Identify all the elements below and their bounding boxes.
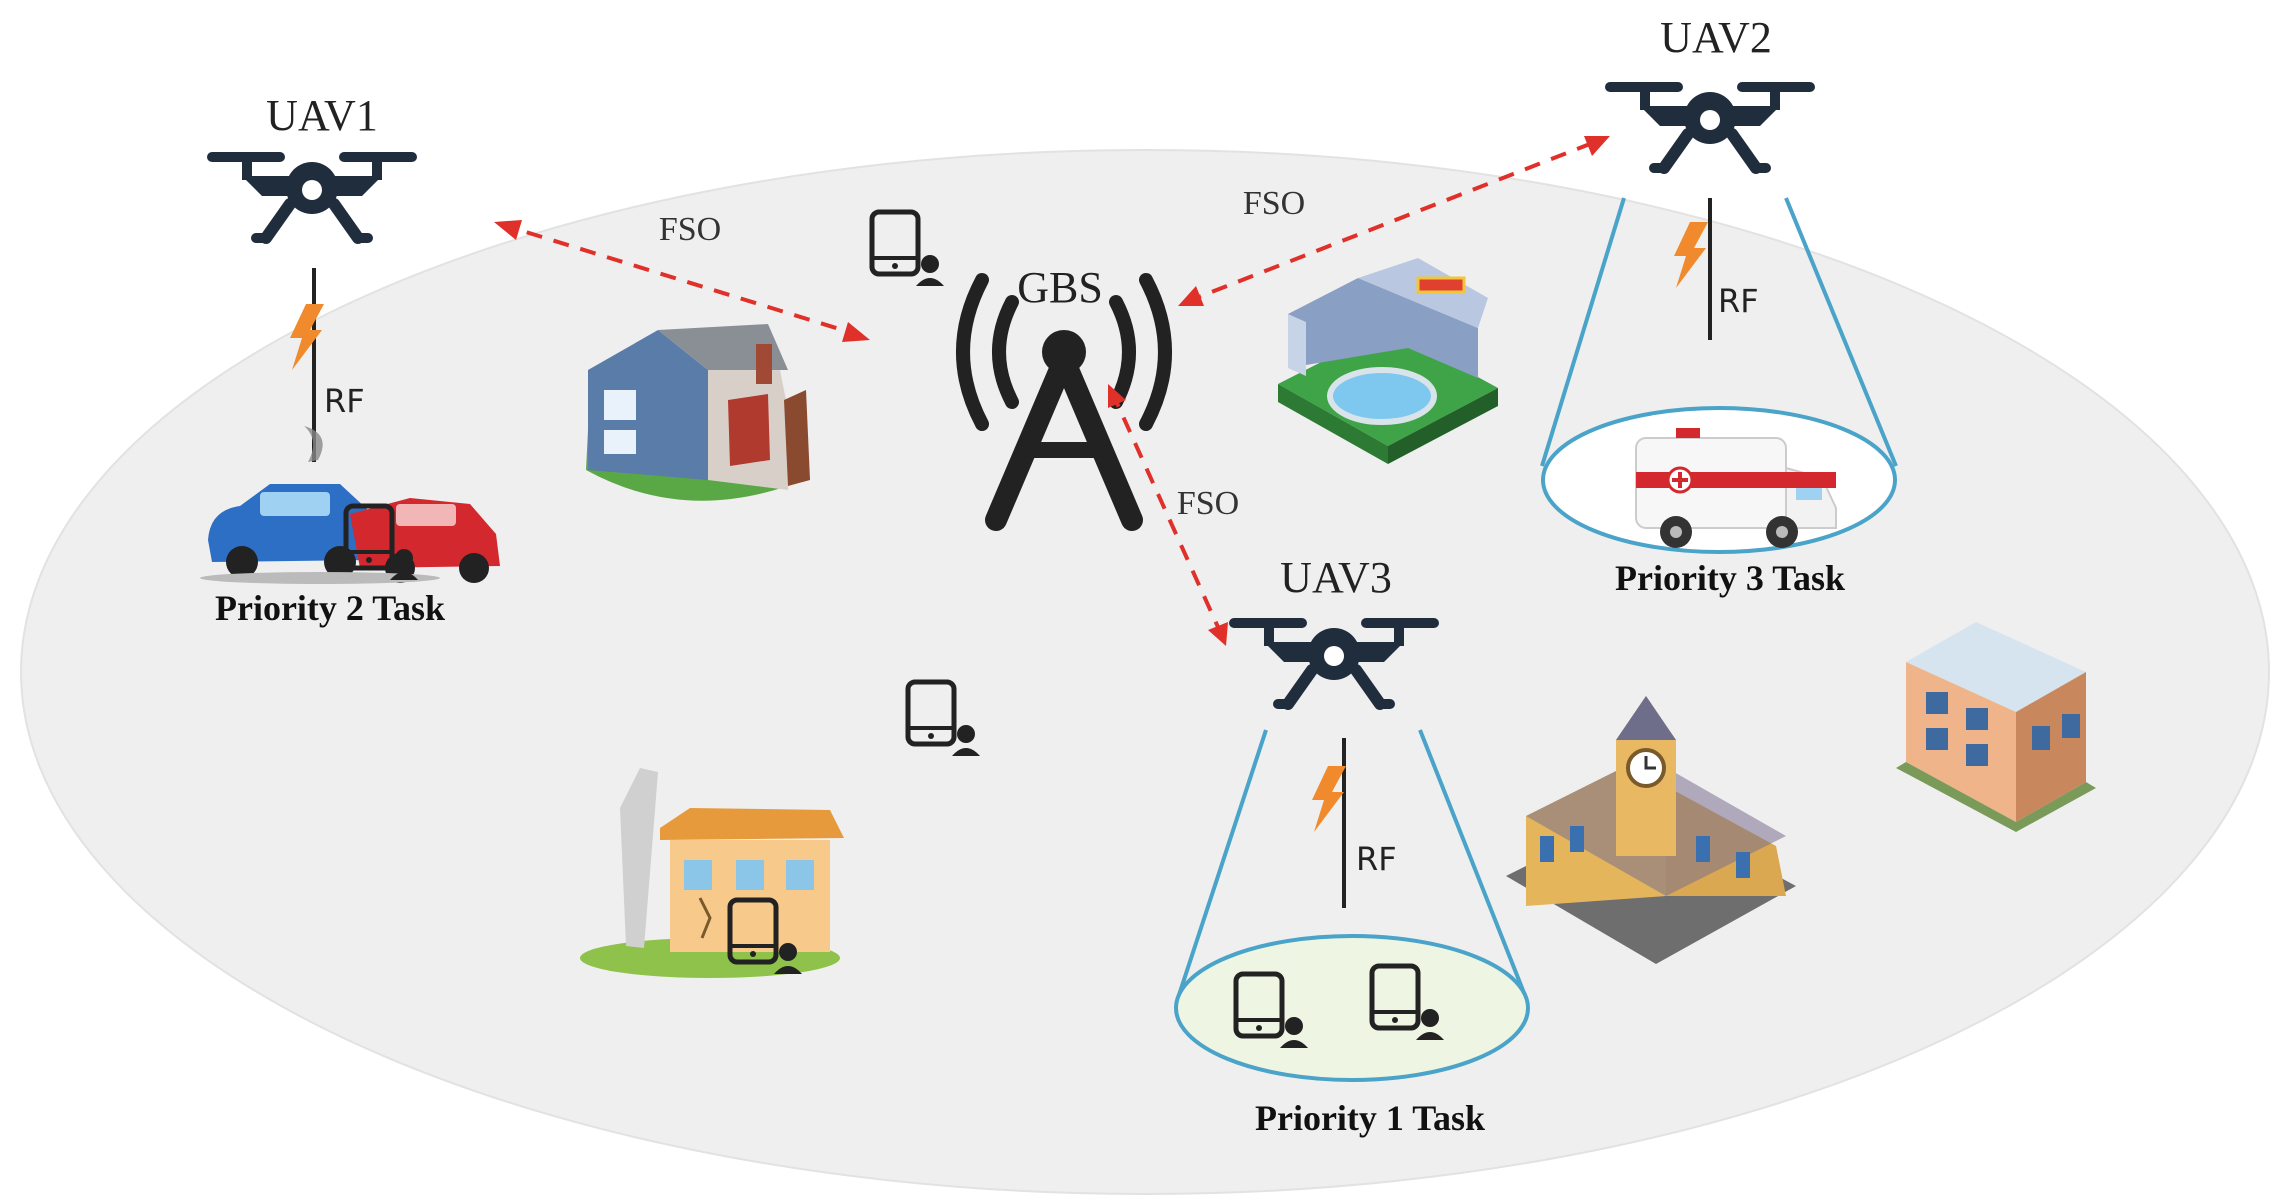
ambulance-icon	[1635, 428, 1837, 548]
uav3-label: UAV3	[1280, 553, 1392, 602]
fso-links	[499, 138, 1601, 637]
fso-link-gbs-uav2	[1185, 138, 1601, 304]
gbs: GBS	[956, 263, 1172, 531]
arrowhead	[1584, 136, 1610, 156]
drone-icon	[1605, 82, 1815, 168]
arrowhead	[1208, 622, 1228, 646]
priority-1-task-label: Priority 1 Task	[1255, 1098, 1485, 1138]
fso-arrowheads	[494, 136, 1610, 646]
rf-label-uav2: RF	[1718, 282, 1759, 320]
priority-2-task-label: Priority 2 Task	[215, 588, 445, 628]
arrowhead	[842, 322, 870, 342]
beam-uav2	[1540, 197, 1898, 467]
beam-coverage-uav3	[1174, 934, 1530, 1082]
fso-label-uav1: FSO	[659, 211, 721, 248]
uav1-label: UAV1	[266, 91, 378, 140]
arrowhead	[1178, 286, 1204, 306]
arrowhead	[494, 220, 522, 240]
tower-icon	[956, 273, 1172, 531]
uav1: UAV1 RF	[207, 91, 417, 462]
arrowhead	[1108, 384, 1126, 408]
uav2-label: UAV2	[1660, 13, 1772, 62]
school-icon	[1506, 696, 1796, 964]
gbs-label: GBS	[1017, 263, 1103, 312]
apartment-icon	[1896, 622, 2096, 832]
fso-link-gbs-uav1	[499, 222, 863, 338]
rf-label-uav1: RF	[324, 382, 365, 420]
beam-uav3	[1176, 729, 1528, 999]
car-crash-icon	[200, 426, 500, 584]
drone-icon	[207, 152, 417, 238]
rf-label-uav3: RF	[1356, 840, 1397, 878]
fso-label-uav3: FSO	[1177, 485, 1239, 522]
fso-label-uav2: FSO	[1243, 185, 1305, 222]
hotel-pool-icon	[1278, 258, 1498, 464]
house-icon	[586, 324, 810, 501]
damaged-house-icon	[580, 768, 844, 978]
priority-3-task-label: Priority 3 Task	[1615, 558, 1845, 598]
